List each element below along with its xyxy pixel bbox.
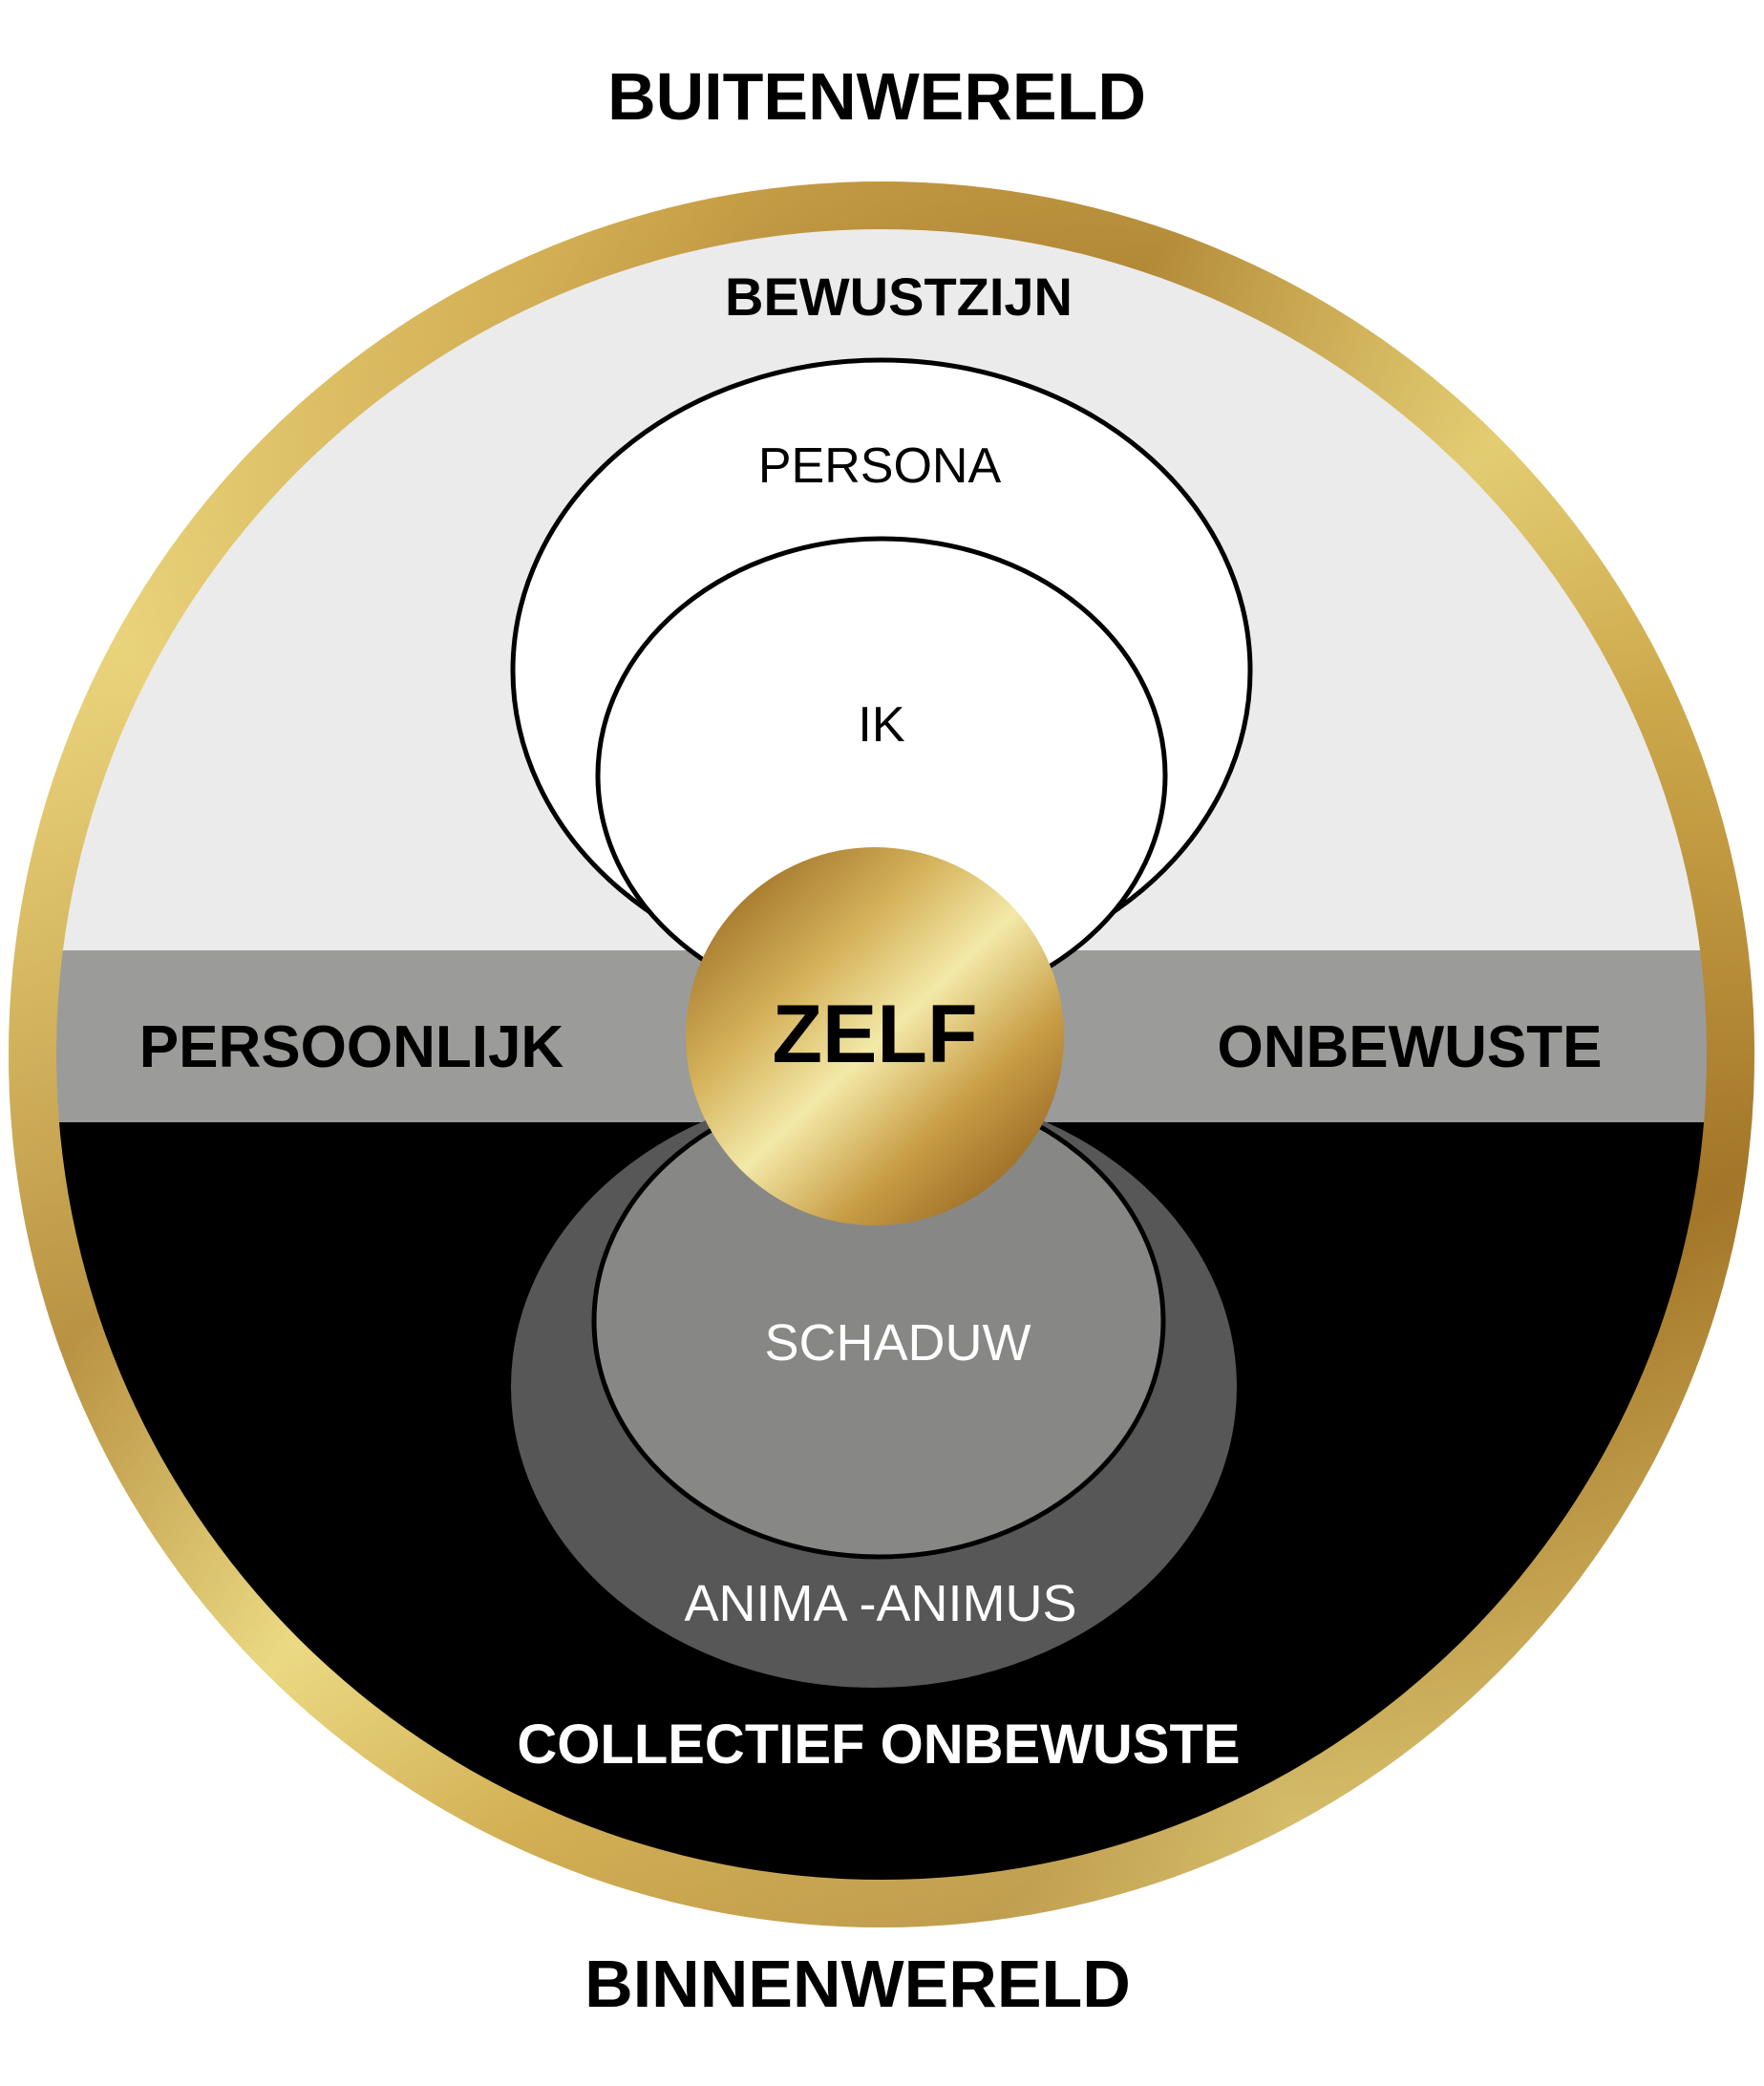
self-sphere <box>686 847 1064 1225</box>
persona-label: PERSONA <box>758 438 1002 494</box>
consciousness-label: BEWUSTZIJN <box>725 266 1073 327</box>
shadow-label: SCHADUW <box>765 1314 1031 1372</box>
anima-animus-label: ANIMA -ANIMUS <box>684 1575 1076 1632</box>
personal-label: PERSOONLIJK <box>139 1014 564 1080</box>
outer-world-label: BUITENWERELD <box>607 59 1146 134</box>
ego-label: IK <box>858 697 904 753</box>
inner-world-label: BINNENWERELD <box>584 1947 1131 2021</box>
self-label: ZELF <box>773 989 978 1080</box>
unconscious-label: ONBEWUSTE <box>1218 1014 1603 1080</box>
collective-unconscious-label: COLLECTIEF ONBEWUSTE <box>517 1714 1240 1776</box>
